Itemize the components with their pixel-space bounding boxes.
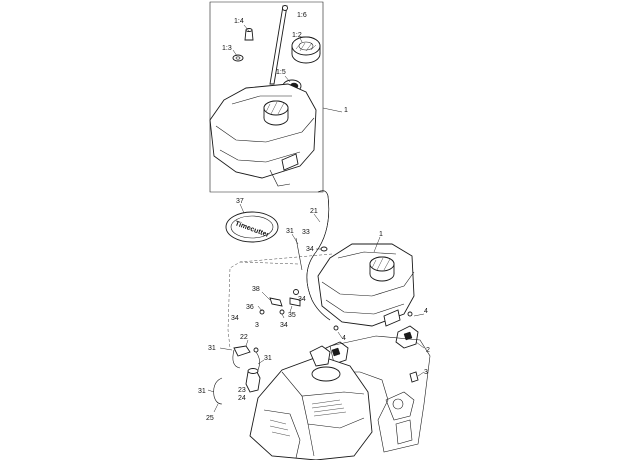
tank-mount-brackets <box>323 311 425 365</box>
callout-24: 24 <box>238 395 246 402</box>
fuel-hoses-lower <box>207 347 265 413</box>
callout-33: 33 <box>302 229 310 236</box>
callout-35: 35 <box>288 312 296 319</box>
engine <box>249 345 373 460</box>
callout-31-c: 31 <box>264 355 272 362</box>
fuel-tee-fittings <box>257 289 301 319</box>
callout-31-d: 31 <box>198 388 206 395</box>
fuel-filter <box>233 339 261 393</box>
mount-screw <box>409 371 425 383</box>
callout-3-b: 3 <box>424 369 428 376</box>
callout-1-kit: 1 <box>344 107 348 114</box>
callout-31-b: 31 <box>208 345 216 352</box>
vent-fitting <box>243 24 254 41</box>
callout-34-b: 34 <box>231 315 239 322</box>
fuel-tank-kit-box <box>209 1 343 193</box>
fuel-cap <box>291 36 321 64</box>
callout-1-2: 1:2 <box>292 32 302 39</box>
fuel-line-main <box>306 190 331 321</box>
callout-22: 22 <box>240 334 248 341</box>
hose-clamp-upper <box>316 246 328 252</box>
fuel-tank-upper <box>209 83 317 187</box>
callout-4-b: 4 <box>342 335 346 342</box>
chassis-frame <box>329 335 431 453</box>
callout-36: 36 <box>246 304 254 311</box>
callout-1-tank: 1 <box>379 231 383 238</box>
callout-34-a: 34 <box>306 246 314 253</box>
callout-1-3: 1:3 <box>222 45 232 52</box>
fuel-level-rod <box>269 5 288 85</box>
brand-decal: Timecutter <box>225 203 279 243</box>
callout-34-c: 34 <box>280 322 288 329</box>
vent-hose-upper <box>291 233 303 271</box>
callout-3-a: 3 <box>255 322 259 329</box>
callout-1-4: 1:4 <box>234 18 244 25</box>
callout-38: 38 <box>252 286 260 293</box>
callout-34-d: 34 <box>298 296 306 303</box>
callout-4-a: 4 <box>424 308 428 315</box>
callout-37: 37 <box>236 198 244 205</box>
callout-23: 23 <box>238 387 246 394</box>
callout-31-a: 31 <box>286 228 294 235</box>
callout-25: 25 <box>206 415 214 422</box>
fuel-routing-dashed <box>227 253 333 349</box>
callout-2: 2 <box>426 347 430 354</box>
callout-1-6: 1:6 <box>297 12 307 19</box>
callout-1-5: 1:5 <box>276 69 286 76</box>
fuel-tank-lower <box>317 236 415 327</box>
callout-21: 21 <box>310 208 318 215</box>
grommet <box>232 49 244 62</box>
